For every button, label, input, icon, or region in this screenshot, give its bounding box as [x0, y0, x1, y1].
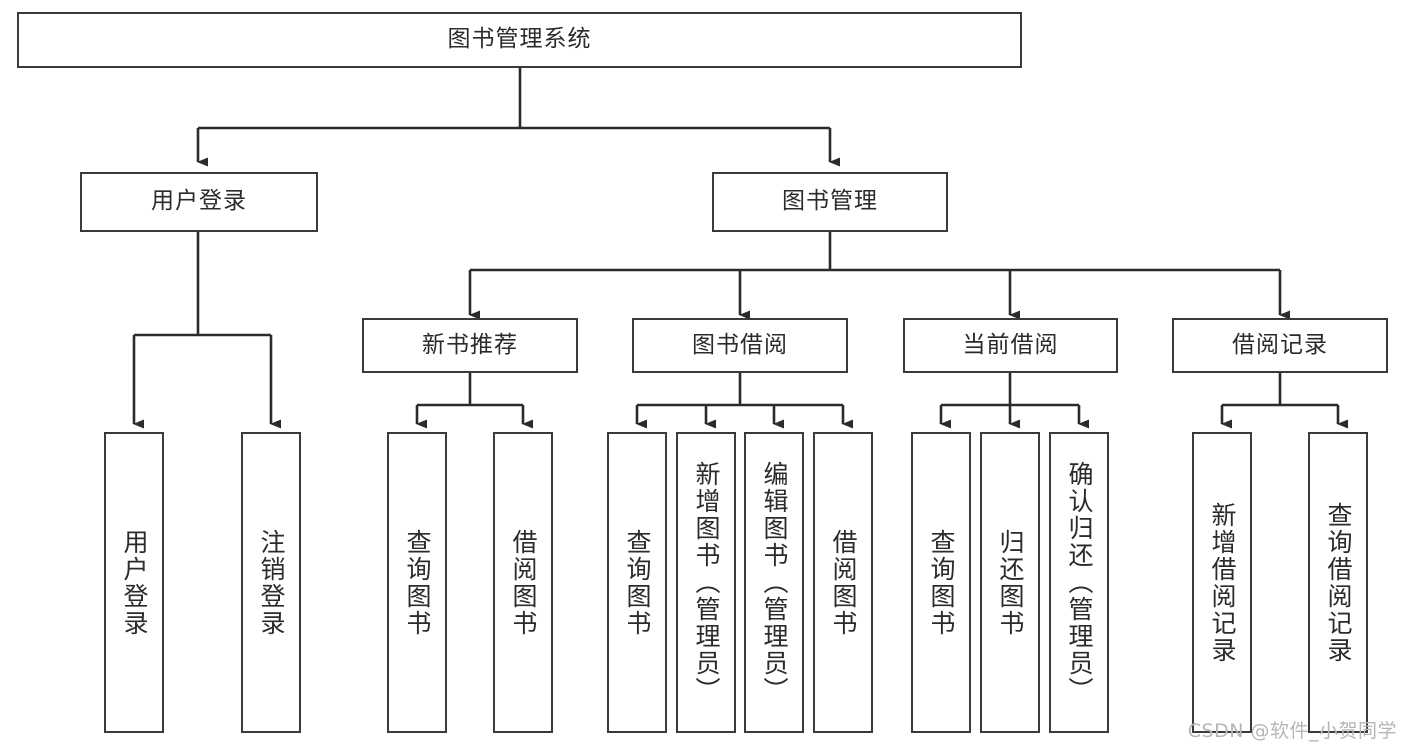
leaf-confirm-return-admin[interactable]: 确认归还（管理员）	[1049, 432, 1109, 733]
node-user-login[interactable]: 用户登录	[80, 172, 318, 232]
leaf-query-borrowing-record[interactable]: 查询借阅记录	[1308, 432, 1368, 733]
leaf-logout[interactable]: 注销登录	[241, 432, 301, 733]
node-label: 归还图书	[996, 528, 1025, 637]
node-new-book-recommendation[interactable]: 新书推荐	[362, 318, 578, 373]
node-label: 确认归还（管理员）	[1065, 461, 1094, 704]
node-label: 借阅图书	[509, 528, 538, 637]
node-label: 借阅记录	[1232, 331, 1328, 358]
leaf-user-login[interactable]: 用户登录	[104, 432, 164, 733]
node-root-book-management-system[interactable]: 图书管理系统	[17, 12, 1022, 68]
watermark: CSDN @软件_小贺同学	[1187, 720, 1397, 742]
node-label: 查询图书	[927, 528, 956, 637]
node-label: 图书借阅	[692, 331, 788, 358]
node-label: 当前借阅	[962, 331, 1059, 358]
leaf-add-book-admin[interactable]: 新增图书（管理员）	[676, 432, 736, 733]
leaf-query-books-recommendation[interactable]: 查询图书	[387, 432, 447, 733]
node-label: 用户登录	[151, 188, 247, 215]
node-label: 图书管理	[782, 188, 878, 215]
leaf-return-books[interactable]: 归还图书	[980, 432, 1040, 733]
leaf-borrow-books-borrowing[interactable]: 借阅图书	[813, 432, 873, 733]
node-book-management[interactable]: 图书管理	[712, 172, 948, 232]
leaf-add-borrowing-record[interactable]: 新增借阅记录	[1192, 432, 1252, 733]
node-label: 用户登录	[120, 528, 149, 637]
node-current-borrowing[interactable]: 当前借阅	[903, 318, 1118, 373]
node-label: 借阅图书	[829, 528, 858, 637]
node-label: 查询图书	[403, 528, 432, 637]
leaf-query-books-current[interactable]: 查询图书	[911, 432, 971, 733]
leaf-edit-book-admin[interactable]: 编辑图书（管理员）	[744, 432, 804, 733]
node-label: 新增图书（管理员）	[692, 461, 721, 704]
node-label: 新增借阅记录	[1208, 501, 1237, 664]
node-label: 查询图书	[623, 528, 652, 637]
node-label: 编辑图书（管理员）	[760, 461, 789, 704]
leaf-query-books-borrowing[interactable]: 查询图书	[607, 432, 667, 733]
node-label: 注销登录	[257, 528, 286, 637]
node-borrowing-records[interactable]: 借阅记录	[1172, 318, 1388, 373]
node-book-borrowing[interactable]: 图书借阅	[632, 318, 848, 373]
leaf-borrow-books-recommendation[interactable]: 借阅图书	[493, 432, 553, 733]
node-label: 新书推荐	[422, 331, 518, 358]
node-label: 查询借阅记录	[1324, 501, 1353, 664]
node-label: 图书管理系统	[447, 26, 592, 53]
